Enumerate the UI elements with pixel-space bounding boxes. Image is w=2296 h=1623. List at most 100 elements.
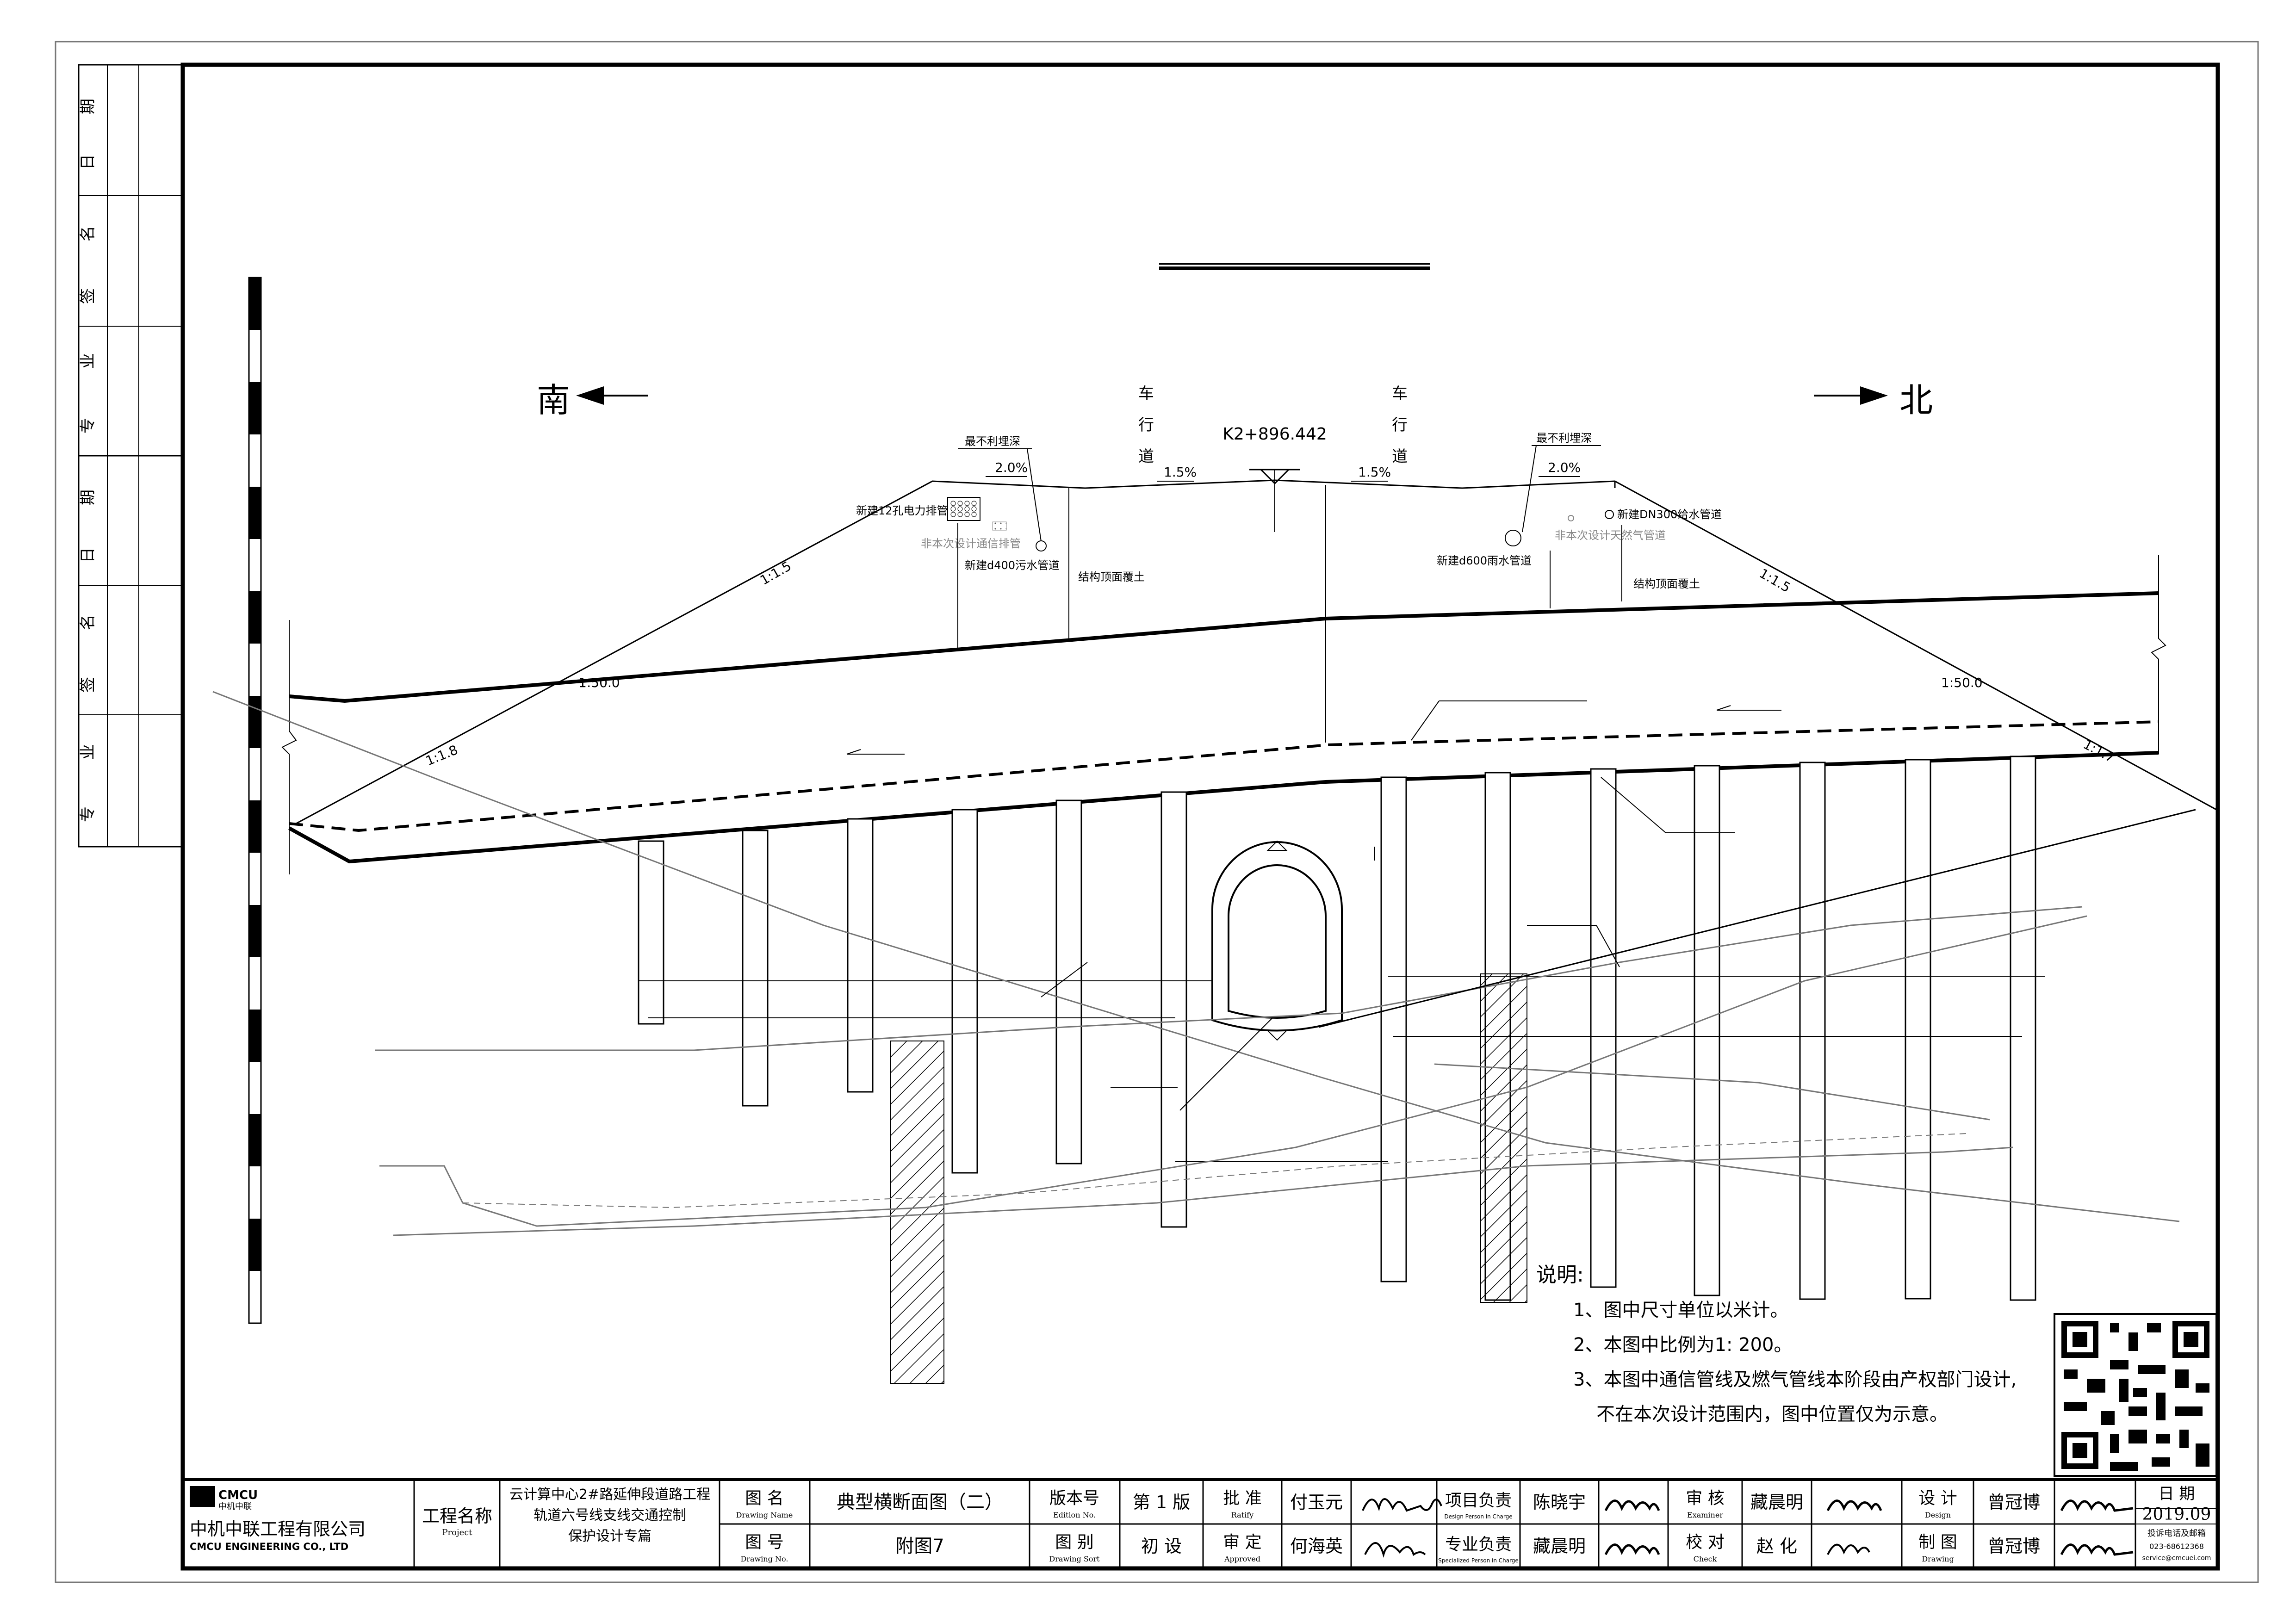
sort-label-en: Drawing Sort: [1049, 1555, 1100, 1563]
sort-label: 图 别: [1055, 1533, 1093, 1552]
worst-depth-leaders: 最不利埋深 最不利埋深: [958, 432, 1601, 542]
pile-row-left: [638, 791, 1187, 1228]
side-cell-4: 业: [79, 353, 97, 369]
special-name: 藏晨明: [1533, 1536, 1586, 1556]
vertical-scale-bar: [248, 277, 262, 1324]
svg-text:新建d400污水管道: 新建d400污水管道: [965, 559, 1060, 572]
sort-value: 初 设: [1141, 1536, 1182, 1556]
approved-signature: [1364, 1542, 1426, 1558]
svg-text:新建12孔电力排管: 新建12孔电力排管: [856, 504, 948, 517]
lane-label-right: 车 行 道: [1392, 384, 1408, 466]
side-signature-table: 期 日 名 签 业 专 期 日 名 签 业 专: [78, 64, 184, 848]
side-cell-7: 日: [79, 547, 97, 563]
check-name: 赵 化: [1756, 1536, 1797, 1556]
charge-label: 项目负责: [1445, 1491, 1512, 1510]
side-cell-11: 专: [79, 806, 97, 822]
charge-label-en: Design Person in Charge: [1444, 1513, 1512, 1520]
svg-text:1:50.0: 1:50.0: [1941, 675, 1983, 690]
complaint-label: 投诉电话及邮箱: [2147, 1529, 2206, 1538]
svg-text:行: 行: [1138, 416, 1154, 434]
special-label: 专业负责: [1445, 1535, 1512, 1554]
svg-text:新建d600雨水管道: 新建d600雨水管道: [1437, 554, 1532, 567]
flow-arrows: [846, 700, 1781, 755]
pile-row-right: [1380, 756, 2036, 1301]
svg-text:车: 车: [1138, 384, 1154, 403]
note-4: 不在本次设计范围内，图中位置仅为示意。: [1596, 1404, 1948, 1425]
station-label: K2+896.442: [1222, 425, 1327, 444]
drawing-no-label: 图 号: [745, 1533, 783, 1552]
drawing-no-label-en: Drawing No.: [741, 1555, 788, 1563]
design-label: 设 计: [1918, 1489, 1957, 1508]
approved-label: 审 定: [1223, 1533, 1261, 1552]
svg-text:1:1.7: 1:1.7: [2081, 737, 2117, 766]
special-label-en: Specialized Person in Charge: [1438, 1557, 1519, 1564]
svg-text:2.0%: 2.0%: [1548, 460, 1581, 475]
company-badge: CMCU: [218, 1488, 258, 1502]
ratify-signature: [1362, 1498, 1442, 1512]
svg-text:车: 车: [1392, 384, 1408, 403]
check-label: 校 对: [1686, 1533, 1724, 1552]
design-label-en: Design: [1925, 1511, 1951, 1519]
drawing-label: 制 图: [1918, 1533, 1957, 1552]
break-marks: [281, 555, 2166, 874]
ratify-label: 批 准: [1223, 1489, 1261, 1508]
svg-text:最不利埋深: 最不利埋深: [965, 435, 1020, 448]
project-label: 工程名称: [422, 1506, 492, 1526]
examiner-label-en: Examiner: [1687, 1511, 1723, 1519]
note-2: 2、本图中比例为1: 200。: [1573, 1334, 1792, 1356]
lane-label-left: 车 行 道: [1138, 384, 1154, 466]
side-cell-0: 期: [79, 99, 97, 114]
structure-top-surface: [289, 591, 2159, 703]
cover-dimension-lines: [957, 485, 1622, 743]
svg-text:道: 道: [1138, 447, 1154, 466]
north-label: 北: [1899, 381, 1933, 420]
ratify-name: 付玉元: [1290, 1492, 1343, 1512]
company-badge-sub: 中机中联: [218, 1502, 252, 1511]
geological-strata: [212, 691, 2180, 1236]
edition-label: 版本号: [1049, 1489, 1099, 1508]
examiner-label: 审 核: [1686, 1489, 1724, 1508]
project-line-1: 云计算中心2#路延伸段道路工程: [509, 1487, 710, 1503]
road-embankment: [296, 479, 2217, 824]
utilities: 新建12孔电力排管 非本次设计通信排管 新建d400污水管道 结构顶面覆土 新建…: [856, 497, 1722, 590]
svg-text:最不利埋深: 最不利埋深: [1536, 432, 1592, 445]
company-name-en: CMCU ENGINEERING CO., LTD: [190, 1541, 348, 1552]
svg-text:道: 道: [1392, 447, 1408, 466]
side-cell-1: 日: [79, 154, 97, 170]
approved-name: 何海英: [1290, 1536, 1343, 1556]
svg-text:非本次设计通信排管: 非本次设计通信排管: [921, 537, 1021, 550]
slope-annotations: 2.0% 2.0% 1.5% 1.5% 1:1.5 1:1.5 1:50.0 1…: [423, 460, 2117, 768]
svg-text:行: 行: [1392, 416, 1408, 434]
svg-text:1.5%: 1.5%: [1358, 465, 1391, 480]
examiner-signature: [1826, 1499, 1882, 1511]
notes-title: 说明:: [1536, 1263, 1584, 1287]
date-label: 日 期: [2159, 1485, 2195, 1503]
svg-text:1:1.8: 1:1.8: [423, 742, 460, 768]
complaint-phone: 023-68612368: [2149, 1542, 2204, 1551]
svg-text:2.0%: 2.0%: [995, 460, 1028, 475]
side-cell-9: 签: [79, 677, 97, 693]
side-cell-6: 期: [79, 489, 97, 505]
title-block: CMCU 中机中联 中机中联工程有限公司 CMCU ENGINEERING CO…: [181, 1478, 2219, 1570]
south-label: 南: [537, 381, 570, 420]
design-signature: [2060, 1499, 2134, 1512]
notes-block: 说明: 1、图中尺寸单位以米计。 2、本图中比例为1: 200。 3、本图中通信…: [1536, 1263, 2017, 1425]
drawing-person: 曾冠博: [1987, 1536, 2040, 1556]
svg-text:新建DN300给水管道: 新建DN300给水管道: [1617, 508, 1722, 521]
note-3: 3、本图中通信管线及燃气管线本阶段由产权部门设计,: [1573, 1369, 2017, 1390]
geological-strata-dashed: [462, 1133, 1967, 1208]
direction-north: 北: [1814, 381, 1933, 420]
svg-text:1:1.5: 1:1.5: [757, 558, 794, 588]
check-label-en: Check: [1694, 1555, 1717, 1563]
side-cell-8: 名: [79, 614, 97, 630]
drawing-name-label-en: Drawing Name: [736, 1511, 793, 1519]
approved-label-en: Approved: [1224, 1555, 1260, 1563]
metro-tunnel: [1211, 840, 1343, 1041]
note-1: 1、图中尺寸单位以米计。: [1573, 1300, 1788, 1321]
hatched-soil-left: [890, 1041, 944, 1384]
edition-value: 第 1 版: [1133, 1492, 1190, 1512]
charge-name: 陈晓宇: [1533, 1492, 1586, 1512]
gas-pipe: [1568, 515, 1574, 521]
drawing-name: 典型横断面图（二）: [837, 1492, 1003, 1513]
project-label-en: Project: [442, 1528, 472, 1537]
